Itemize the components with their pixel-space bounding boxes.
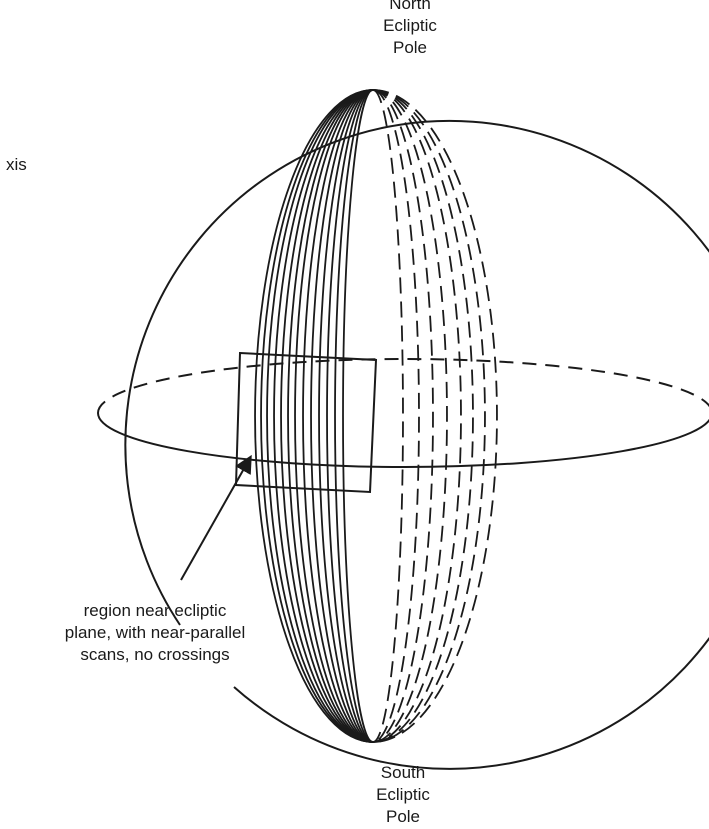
scan-circle-back bbox=[373, 90, 403, 742]
north-pole-label-line: North bbox=[355, 0, 465, 15]
scan-circle-front bbox=[288, 90, 373, 742]
callout-label-line: scans, no crossings bbox=[20, 644, 290, 666]
sphere-outline bbox=[125, 121, 709, 769]
callout-label: region near ecliptic plane, with near-pa… bbox=[20, 600, 290, 666]
south-pole-label-line: South bbox=[348, 762, 458, 784]
south-pole-label-line: Pole bbox=[348, 806, 458, 828]
scan-circle-front bbox=[311, 90, 373, 742]
north-pole-label-line: Ecliptic bbox=[355, 15, 465, 37]
scan-circle-front bbox=[303, 90, 373, 742]
scan-circle-back bbox=[373, 90, 485, 742]
axis-label-text: xis bbox=[6, 154, 27, 176]
scan-circle-back bbox=[373, 90, 433, 742]
north-pole-label-line: Pole bbox=[355, 37, 465, 59]
callout-label-line: region near ecliptic bbox=[20, 600, 290, 622]
scan-circles-back bbox=[373, 90, 497, 742]
callout-label-line: plane, with near-parallel bbox=[20, 622, 290, 644]
scan-circle-back bbox=[373, 90, 473, 742]
north-pole-label: North Ecliptic Pole bbox=[355, 0, 465, 59]
axis-label-fragment: xis bbox=[6, 154, 27, 176]
south-pole-label: South Ecliptic Pole bbox=[348, 762, 458, 828]
scan-circle-front bbox=[343, 90, 373, 742]
callout-arrow bbox=[181, 458, 250, 580]
scan-circle-back bbox=[373, 90, 419, 742]
south-pole-label-line: Ecliptic bbox=[348, 784, 458, 806]
